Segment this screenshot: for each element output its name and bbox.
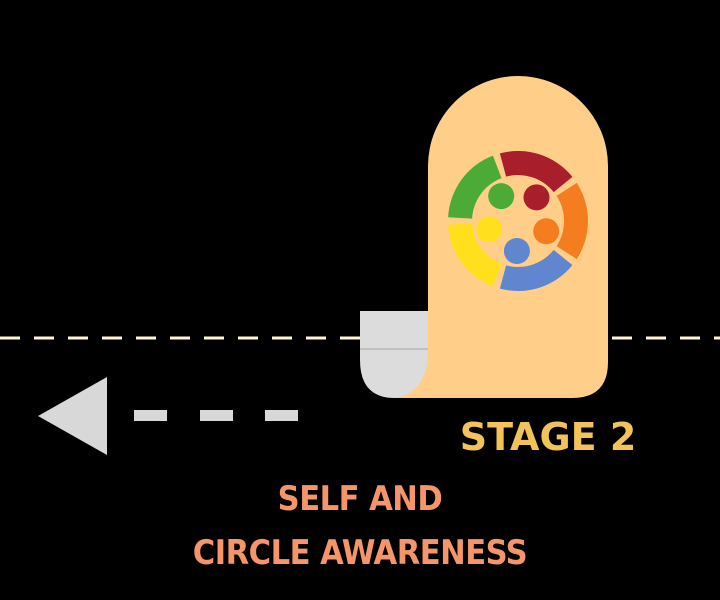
person-head: [476, 216, 503, 243]
person-body: [556, 182, 588, 260]
arrow-dash: [265, 410, 298, 421]
person-head: [488, 183, 515, 210]
scroll-icon: [360, 76, 608, 398]
scroll-curl: [360, 311, 430, 398]
back-arrow-group: [38, 377, 298, 455]
left-triangle-arrow-icon: [38, 377, 107, 455]
caption-line-1: SELF AND: [277, 479, 443, 519]
person-head: [503, 238, 530, 264]
person-body: [448, 155, 502, 219]
person-body: [499, 151, 573, 193]
arrow-dash: [134, 410, 167, 421]
person-head: [523, 184, 550, 211]
scroll-body: [395, 76, 608, 398]
caption-line-2: CIRCLE AWARENESS: [192, 533, 528, 573]
person-head: [533, 218, 560, 245]
circle-of-people-icon: [448, 151, 588, 291]
person-body: [448, 223, 502, 287]
arrow-dash: [200, 410, 233, 421]
person-body: [499, 249, 573, 291]
stage-label: STAGE 2: [459, 415, 637, 459]
